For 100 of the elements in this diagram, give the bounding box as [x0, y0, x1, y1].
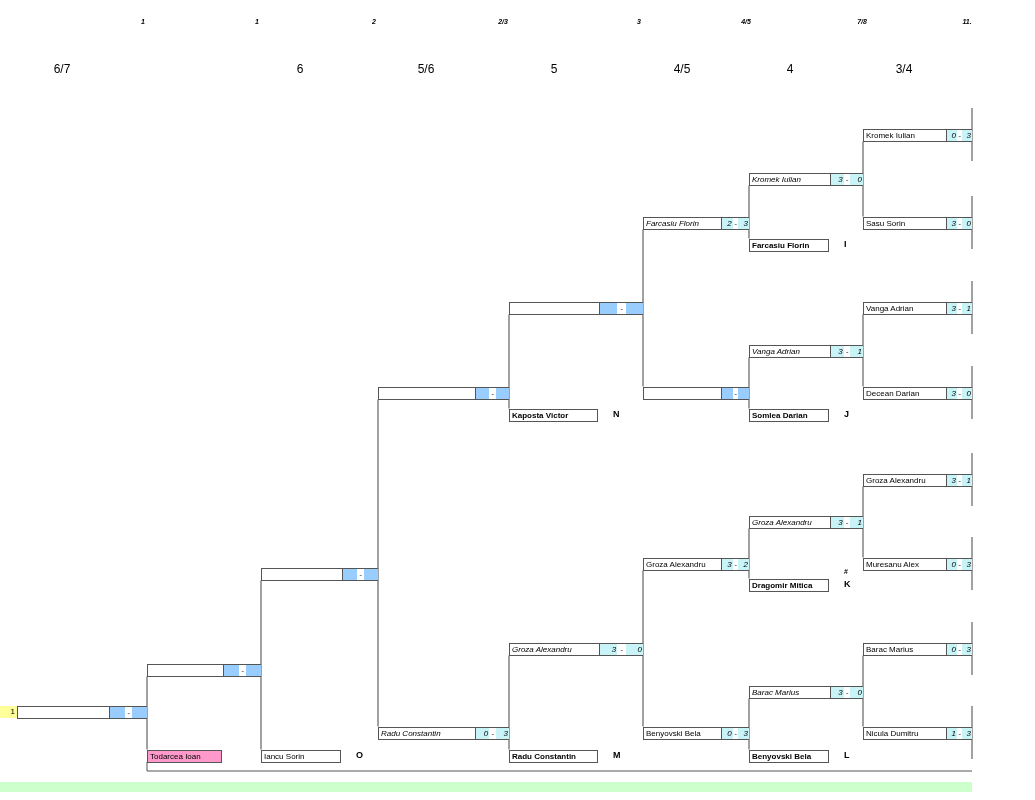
bracket-line	[146, 676, 148, 713]
player-name: Groza Alexandru	[751, 516, 813, 528]
player-name: Kromek Iulian	[751, 173, 802, 185]
player-name: Radu Constantin	[380, 727, 442, 739]
score-cell: 3	[738, 217, 749, 229]
bracket-line	[508, 392, 510, 409]
score-cell: 3	[495, 727, 509, 739]
player-name: Radu Constantin	[511, 750, 577, 762]
bracket-line	[862, 655, 864, 693]
match-slot	[643, 726, 749, 740]
player-entry-box	[749, 408, 829, 422]
match-slot	[509, 642, 643, 656]
bracket-line	[377, 573, 379, 727]
score-cell: 3	[600, 643, 618, 655]
group-letter: J	[844, 409, 849, 419]
score-cell: 2	[738, 558, 749, 570]
group-letter: M	[613, 750, 621, 760]
match-slot	[863, 642, 972, 656]
column-heading: 3/4	[895, 62, 913, 76]
match-slot	[643, 386, 749, 400]
score-cell: 1	[850, 516, 863, 528]
player-name: Muresanu Alex	[865, 558, 920, 570]
match-slot	[261, 567, 378, 581]
bracket-line	[748, 222, 750, 239]
player-entry-box	[749, 749, 829, 763]
score-cell: 0	[476, 727, 490, 739]
bracket-line	[642, 648, 644, 727]
score-cell: 0	[850, 686, 863, 698]
player-name: Sasu Sorin	[865, 217, 907, 229]
bracket-line	[508, 314, 510, 394]
score-cell: 3	[962, 643, 972, 655]
match-slot	[509, 301, 643, 315]
score-cell: 3	[831, 516, 844, 528]
score-cell: 3	[831, 686, 844, 698]
score-cell: 3	[962, 727, 972, 739]
bracket-line	[862, 691, 864, 727]
player-name: Barac Marius	[751, 686, 801, 698]
group-letter: O	[356, 750, 363, 760]
match-slot	[863, 473, 972, 487]
player-name: Groza Alexandru	[645, 558, 707, 570]
score-cell: 0	[947, 558, 957, 570]
player-entry-box	[509, 749, 598, 763]
match-slot	[643, 216, 749, 230]
bracket-line	[642, 570, 644, 650]
match-slot	[863, 557, 972, 571]
player-name: Farcasiu Florin	[645, 217, 700, 229]
match-slot	[863, 726, 972, 740]
match-slot	[749, 172, 863, 186]
bracket-line	[642, 307, 644, 387]
player-name: Vanga Adrian	[865, 302, 915, 314]
score-cell: 0	[850, 173, 863, 185]
match-slot	[378, 726, 509, 740]
group-letter: K	[844, 579, 851, 589]
bracket-line	[748, 528, 750, 565]
bracket-line	[260, 580, 262, 671]
player-name: Benyovski Bela	[751, 750, 813, 762]
bracket-line	[862, 314, 864, 352]
match-slot	[863, 301, 972, 315]
player-entry-box	[261, 749, 341, 763]
bracket-line	[146, 711, 148, 750]
bracket-line	[377, 399, 379, 575]
player-name: Benyovski Bela	[645, 727, 702, 739]
bracket-line	[642, 229, 644, 309]
player-entry-box	[749, 238, 829, 252]
column-heading: 4/5	[673, 62, 691, 76]
match-slot	[749, 515, 863, 529]
player-name: Vanga Adrian	[751, 345, 801, 357]
score-cell: 3	[831, 173, 844, 185]
player-entry-box	[509, 408, 598, 422]
bracket-line	[862, 141, 864, 180]
group-letter: I	[844, 239, 847, 249]
score-cell: 3	[962, 558, 972, 570]
column-heading: 5	[550, 62, 558, 76]
score-cell: 3	[947, 474, 957, 486]
match-slot	[17, 705, 147, 719]
bracket-line	[862, 521, 864, 558]
player-name: Decean Darian	[865, 387, 921, 399]
score-cell: 3	[722, 558, 733, 570]
bracket-line	[862, 178, 864, 217]
group-letter: L	[844, 750, 850, 760]
group-letter: N	[613, 409, 620, 419]
player-name: Groza Alexandru	[511, 643, 573, 655]
score-cell: 0	[947, 643, 957, 655]
score-cell: 1	[962, 302, 972, 314]
player-entry-box	[147, 749, 222, 763]
player-name: Somlea Darian	[751, 409, 809, 421]
score-cell: 0	[947, 129, 957, 141]
match-slot	[643, 557, 749, 571]
match-slot	[749, 685, 863, 699]
bracket-line	[748, 392, 750, 409]
bracket-line	[748, 185, 750, 224]
score-cell: 0	[722, 727, 733, 739]
score-cell: 0	[625, 643, 643, 655]
score-cell: 3	[738, 727, 749, 739]
column-heading: 5/6	[417, 62, 435, 76]
column-heading: 6	[296, 62, 304, 76]
match-slot	[863, 128, 972, 142]
match-slot	[749, 344, 863, 358]
player-name: Nicula Dumitru	[865, 727, 920, 739]
score-cell: 1	[962, 474, 972, 486]
